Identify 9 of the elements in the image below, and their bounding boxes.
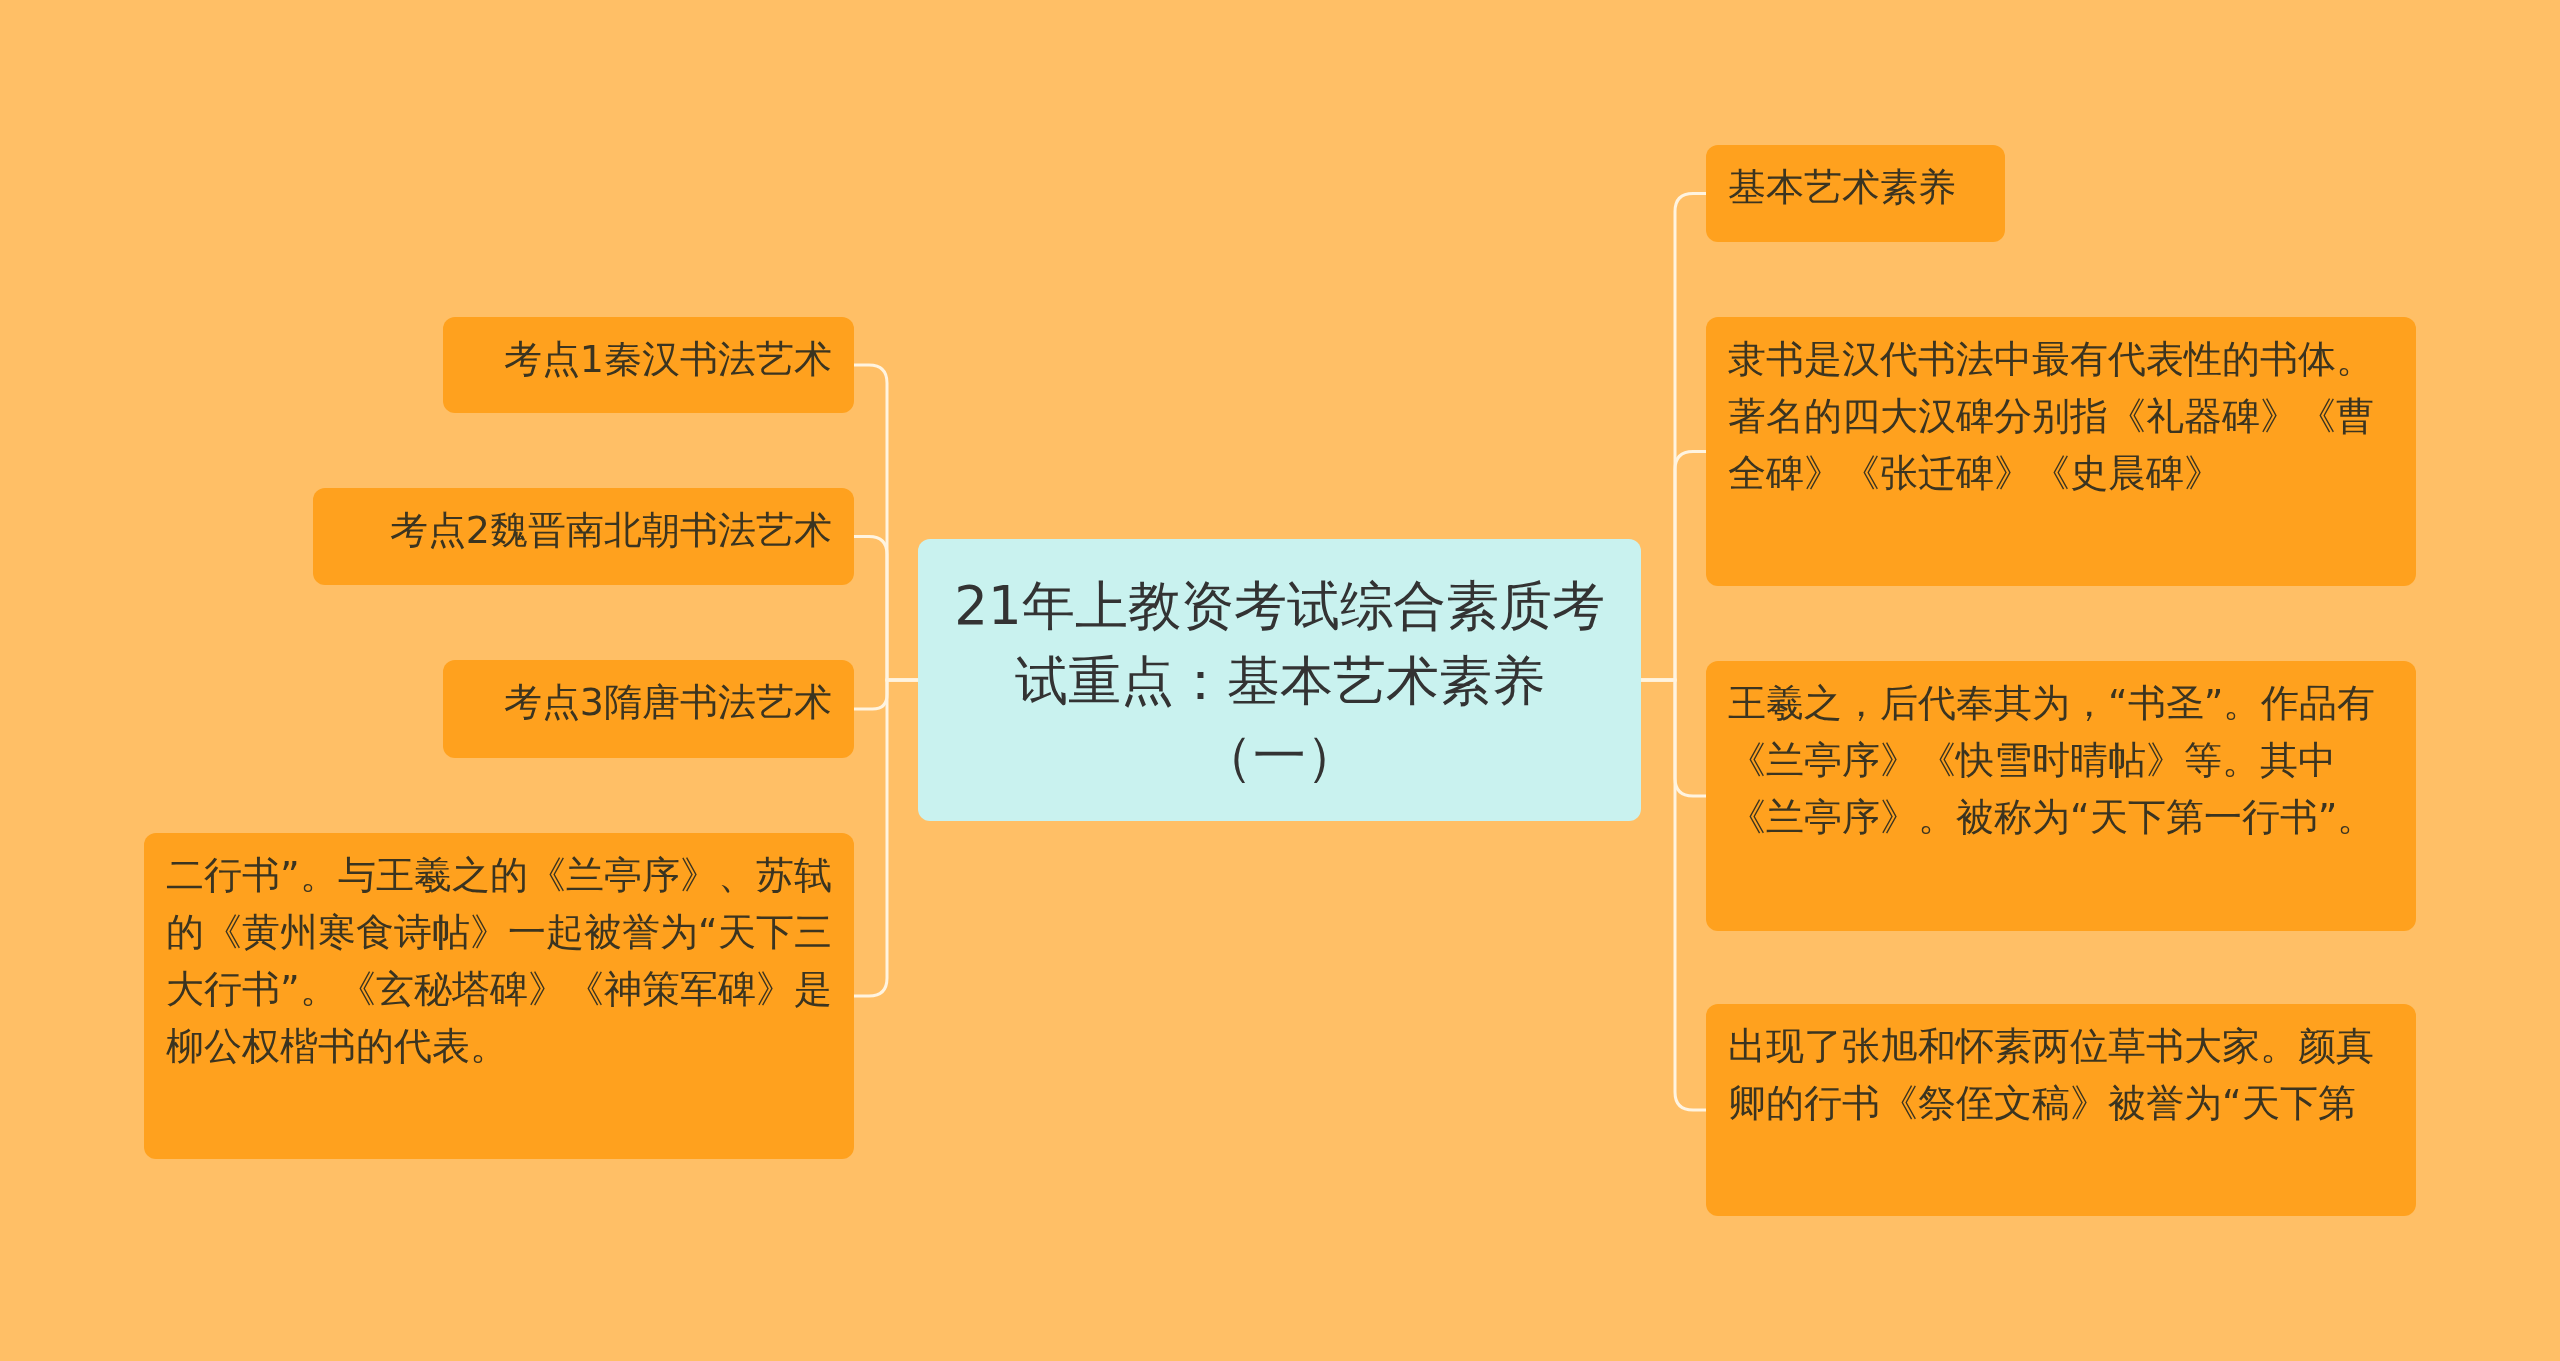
topic-box: 考点2魏晋南北朝书法艺术 <box>313 488 854 585</box>
topic-box: 二行书”。与王羲之的《兰亭序》、苏轼的《黄州寒食诗帖》一起被誉为“天下三大行书”。《玄秘塔碑》《神策军碑》是柳公权楷书的代表。 <box>144 833 854 1159</box>
topic-box: 考点3隋唐书法艺术 <box>443 660 854 758</box>
topic-box: 王羲之，后代奉其为，“书圣”。作品有《兰亭序》《快雪时晴帖》等。其中《兰亭序》。被称为“天下第一行书”。 <box>1706 661 2416 931</box>
topic-box: 出现了张旭和怀素两位草书大家。颜真卿的行书《祭侄文稿》被誉为“天下第 <box>1706 1004 2416 1216</box>
topic-box: 基本艺术素养 <box>1706 145 2005 242</box>
topic-box: 考点1秦汉书法艺术 <box>443 317 854 413</box>
topic-box: 隶书是汉代书法中最有代表性的书体。著名的四大汉碑分别指《礼器碑》《曹全碑》《张迁碑》《史晨碑》 <box>1706 317 2416 586</box>
central-topic-box: 21年上教资考试综合素质考试重点：基本艺术素养（一） <box>918 539 1641 821</box>
